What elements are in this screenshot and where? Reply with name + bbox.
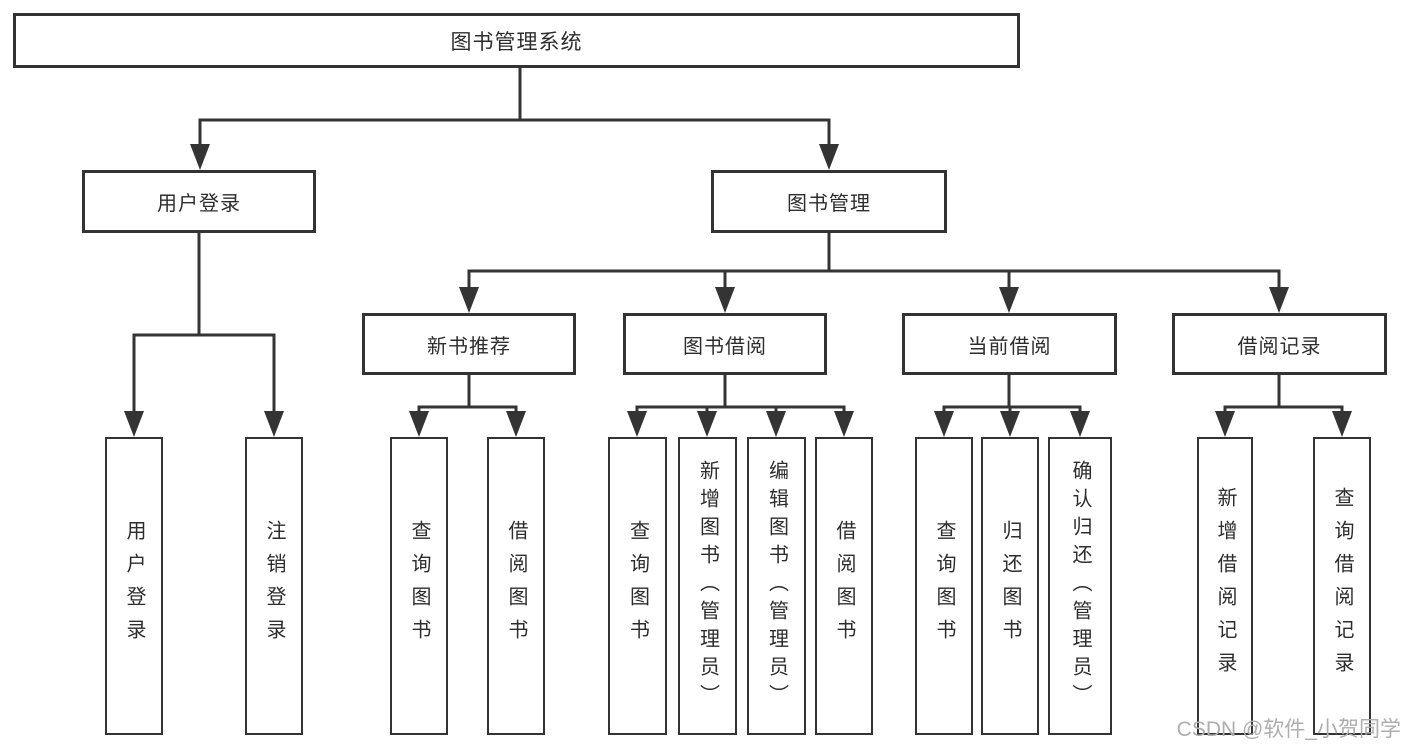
leaf-confirm-return-admin-label: 确认归还（管理员）: [1069, 460, 1091, 712]
connector-current-borrow-children: [934, 369, 1090, 437]
leaf-return-books: 归还图书: [981, 437, 1039, 735]
node-current-borrow: 当前借阅: [902, 313, 1117, 375]
leaf-query-books-borrow: 查询图书: [608, 437, 667, 735]
leaf-add-book-admin: 新增图书（管理员）: [678, 437, 737, 735]
leaf-edit-book-admin-label: 编辑图书（管理员）: [765, 460, 788, 712]
leaf-query-books-recommend-label: 查询图书: [408, 520, 430, 652]
node-book-borrow-label: 图书借阅: [683, 335, 767, 358]
leaf-query-books-recommend: 查询图书: [390, 437, 448, 735]
leaf-logout: 注销登录: [245, 437, 303, 735]
leaf-add-book-admin-label: 新增图书（管理员）: [696, 460, 719, 712]
csdn-watermark: CSDN @软件_小贺同学: [1176, 718, 1401, 741]
node-book-borrow: 图书借阅: [623, 313, 827, 375]
node-book-management-label: 图书管理: [787, 193, 871, 215]
node-library-system: 图书管理系统: [13, 13, 1020, 68]
leaf-logout-label: 注销登录: [263, 520, 285, 652]
leaf-edit-book-admin: 编辑图书（管理员）: [747, 437, 806, 735]
leaf-borrow-books-recommend-label: 借阅图书: [505, 520, 527, 652]
node-new-book-recommend: 新书推荐: [362, 313, 576, 375]
connector-user-login-children: [124, 233, 284, 437]
leaf-borrow-books: 借阅图书: [815, 437, 873, 735]
leaf-query-books-current: 查询图书: [915, 437, 973, 735]
leaf-user-login-label: 用户登录: [123, 520, 145, 652]
connector-book-borrow-children: [627, 369, 854, 437]
leaf-query-borrow-record-label: 查询借阅记录: [1331, 487, 1353, 685]
node-borrow-records-label: 借阅记录: [1237, 335, 1322, 358]
leaf-add-borrow-record-label: 新增借阅记录: [1214, 487, 1236, 685]
connector-new-book-recommend-children: [409, 369, 526, 437]
connector-borrow-records-children: [1215, 369, 1352, 437]
node-library-system-label: 图书管理系统: [450, 30, 583, 54]
node-new-book-recommend-label: 新书推荐: [427, 335, 511, 358]
leaf-user-login: 用户登录: [105, 437, 163, 735]
leaf-query-books-borrow-label: 查询图书: [626, 520, 649, 652]
leaf-query-books-current-label: 查询图书: [933, 520, 955, 652]
leaf-query-borrow-record: 查询借阅记录: [1313, 437, 1371, 735]
node-user-login: 用户登录: [82, 170, 316, 233]
leaf-borrow-books-label: 借阅图书: [833, 520, 855, 652]
leaf-borrow-books-recommend: 借阅图书: [487, 437, 545, 735]
node-borrow-records: 借阅记录: [1172, 313, 1387, 375]
leaf-confirm-return-admin: 确认归还（管理员）: [1048, 437, 1112, 735]
connector-book-management-children: [459, 233, 1289, 313]
leaf-add-borrow-record: 新增借阅记录: [1197, 437, 1253, 735]
node-book-management: 图书管理: [711, 170, 947, 233]
connector-root-to-level2: [190, 66, 839, 170]
node-current-borrow-label: 当前借阅: [967, 335, 1052, 358]
node-user-login-label: 用户登录: [157, 193, 241, 215]
leaf-return-books-label: 归还图书: [999, 520, 1021, 652]
